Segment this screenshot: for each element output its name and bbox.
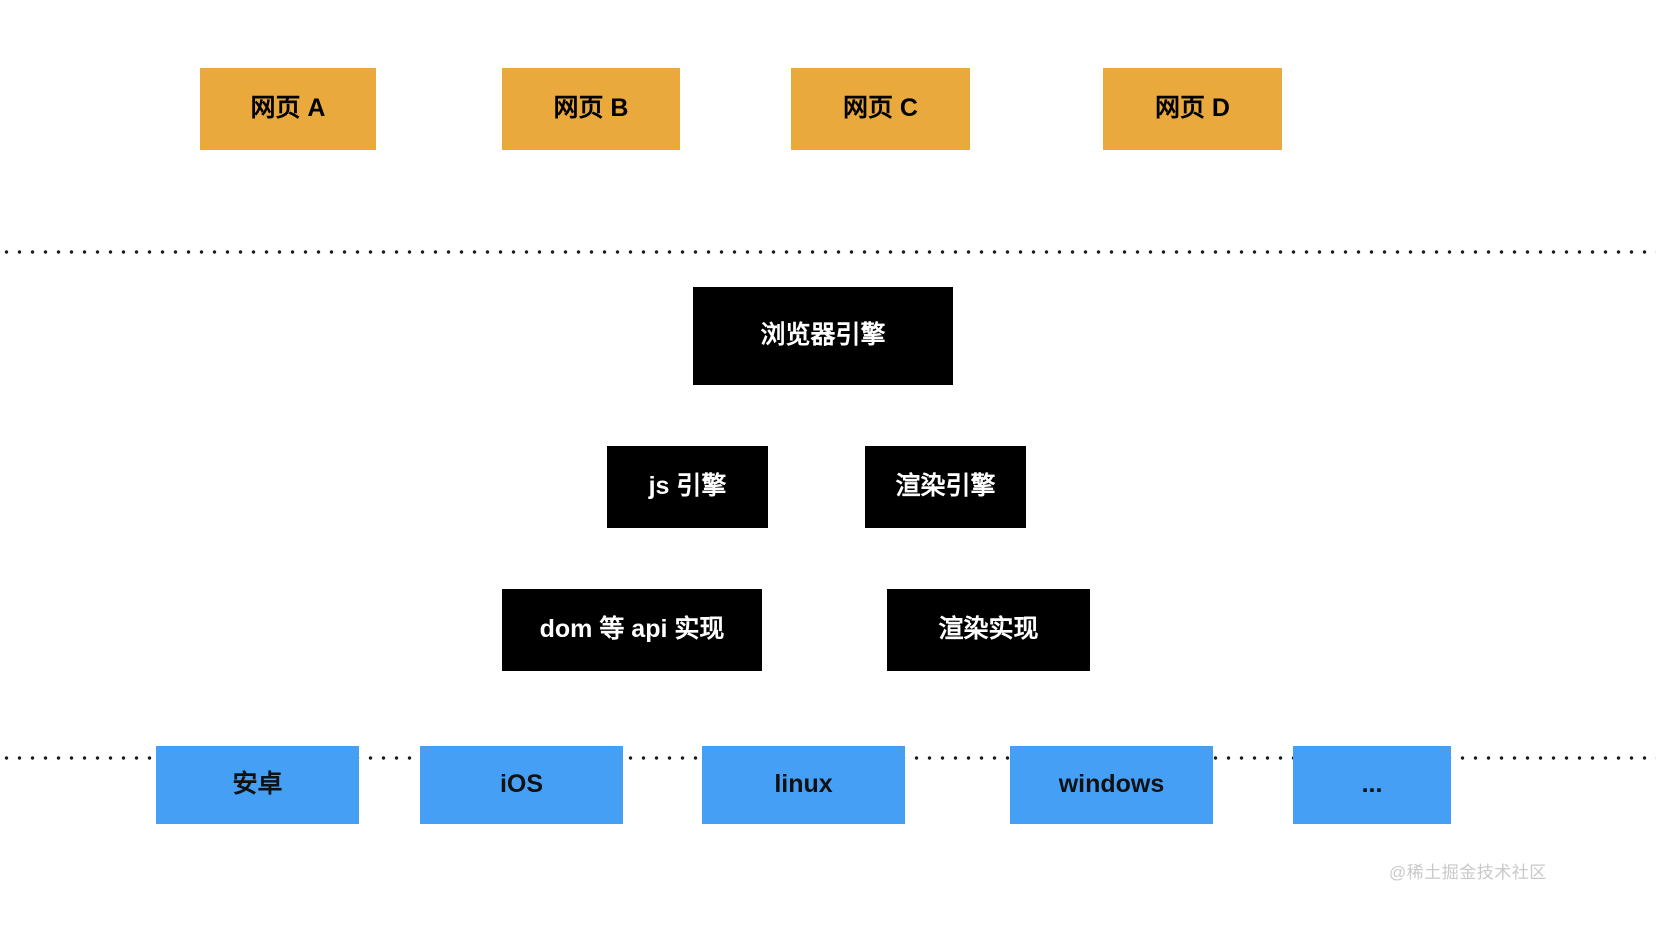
web-page-box-1[interactable]: 网页 A: [200, 68, 376, 150]
os-box-2[interactable]: iOS: [420, 746, 623, 824]
web-page-box-4[interactable]: 网页 D: [1103, 68, 1282, 150]
engine-box-2[interactable]: js 引擎: [607, 446, 768, 528]
engine-box-5[interactable]: 渲染实现: [887, 589, 1090, 671]
watermark: @稀土掘金技术社区: [1389, 863, 1547, 882]
os-box-5[interactable]: ...: [1293, 746, 1451, 824]
web-page-box-3[interactable]: 网页 C: [791, 68, 970, 150]
web-page-box-2[interactable]: 网页 B: [502, 68, 680, 150]
os-box-3[interactable]: linux: [702, 746, 905, 824]
engine-box-3[interactable]: 渲染引擎: [865, 446, 1026, 528]
engine-box-4[interactable]: dom 等 api 实现: [502, 589, 762, 671]
os-box-1[interactable]: 安卓: [156, 746, 359, 824]
web-engine-divider: [0, 250, 1656, 254]
os-box-4[interactable]: windows: [1010, 746, 1213, 824]
engine-box-1[interactable]: 浏览器引擎: [693, 287, 953, 385]
